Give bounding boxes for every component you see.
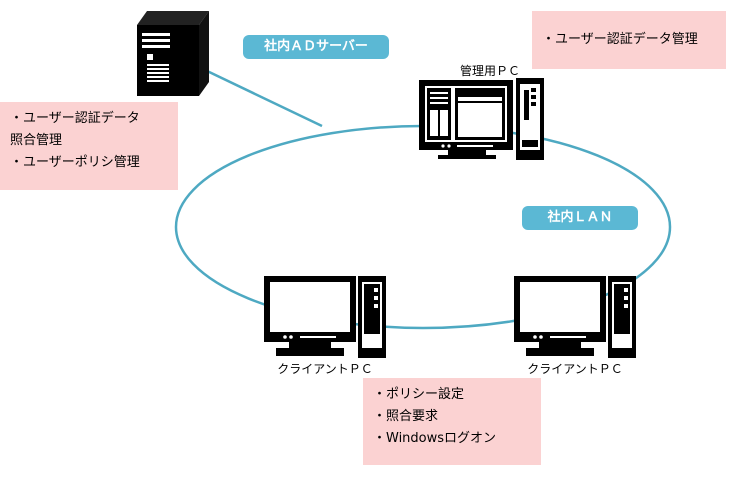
server-connector-line — [204, 68, 323, 128]
client-note-item: ・照合要求 — [373, 409, 439, 424]
server-note-item: 照合管理 — [10, 133, 63, 148]
admin-pc-label: 管理用ＰＣ — [459, 64, 520, 78]
server-note-item: ・ユーザーポリシ管理 — [10, 155, 140, 170]
admin-note-item: ・ユーザー認証データ管理 — [542, 32, 698, 47]
admin-notes: ・ユーザー認証データ管理 — [532, 11, 726, 69]
server-note-item: ・ユーザー認証データ — [10, 111, 140, 126]
server-pill: 社内ＡＤサーバー — [243, 35, 389, 59]
client-notes: ・ポリシー設定 ・照合要求 ・Windowsログオン — [363, 378, 541, 465]
lan-pill: 社内ＬＡＮ — [522, 206, 638, 230]
server-notes: ・ユーザー認証データ 照合管理 ・ユーザーポリシ管理 — [0, 102, 178, 190]
client-note-item: ・ポリシー設定 — [373, 387, 465, 402]
client-note-item: ・Windowsログオン — [373, 431, 497, 446]
client-pc-label-1: クライアントＰＣ — [277, 362, 373, 376]
client-pc-label-2: クライアントＰＣ — [527, 362, 623, 376]
